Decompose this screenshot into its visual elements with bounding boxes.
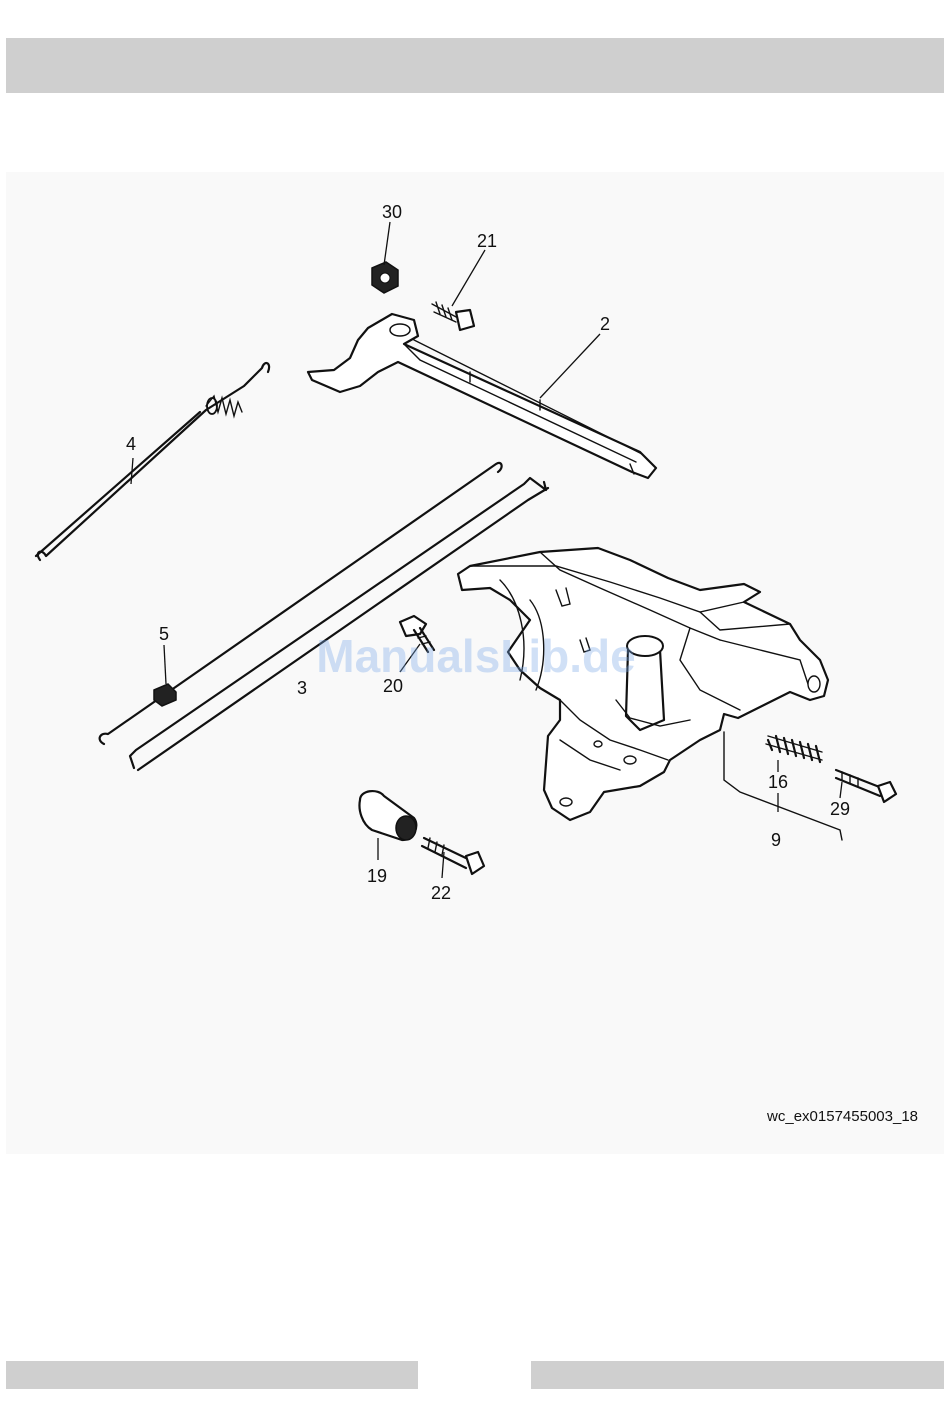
- callout-5: 5: [159, 624, 169, 644]
- callout-19: 19: [367, 866, 387, 886]
- part-29-bolt: [836, 770, 896, 802]
- leader-30: [384, 222, 390, 265]
- leader-21: [452, 250, 485, 306]
- part-30-nut: [372, 262, 398, 293]
- callout-9: 9: [771, 830, 781, 850]
- leader-2: [540, 334, 600, 398]
- footer-bar-left: [6, 1361, 418, 1389]
- part-2-lever: [308, 314, 656, 478]
- watermark: ManualsLib.de: [316, 630, 635, 682]
- part-16-spring: [766, 736, 822, 762]
- callout-30: 30: [382, 202, 402, 222]
- part-3-rods: [100, 463, 548, 770]
- footer-bar-right: [531, 1361, 944, 1389]
- part-19-sleeve: [360, 791, 417, 840]
- callout-4: 4: [126, 434, 136, 454]
- part-5-clip: [154, 684, 176, 706]
- figure-code: wc_ex0157455003_18: [766, 1108, 918, 1125]
- callout-3: 3: [297, 678, 307, 698]
- part-4-spring-rod: [36, 363, 269, 560]
- part-22-bolt: [422, 838, 484, 874]
- part-21-bolt: [432, 302, 474, 330]
- callout-2: 2: [600, 314, 610, 334]
- leader-29: [840, 782, 842, 798]
- callout-22: 22: [431, 883, 451, 903]
- callout-29: 29: [830, 799, 850, 819]
- callout-21: 21: [477, 231, 497, 251]
- leader-5: [164, 645, 166, 684]
- callout-16: 16: [768, 772, 788, 792]
